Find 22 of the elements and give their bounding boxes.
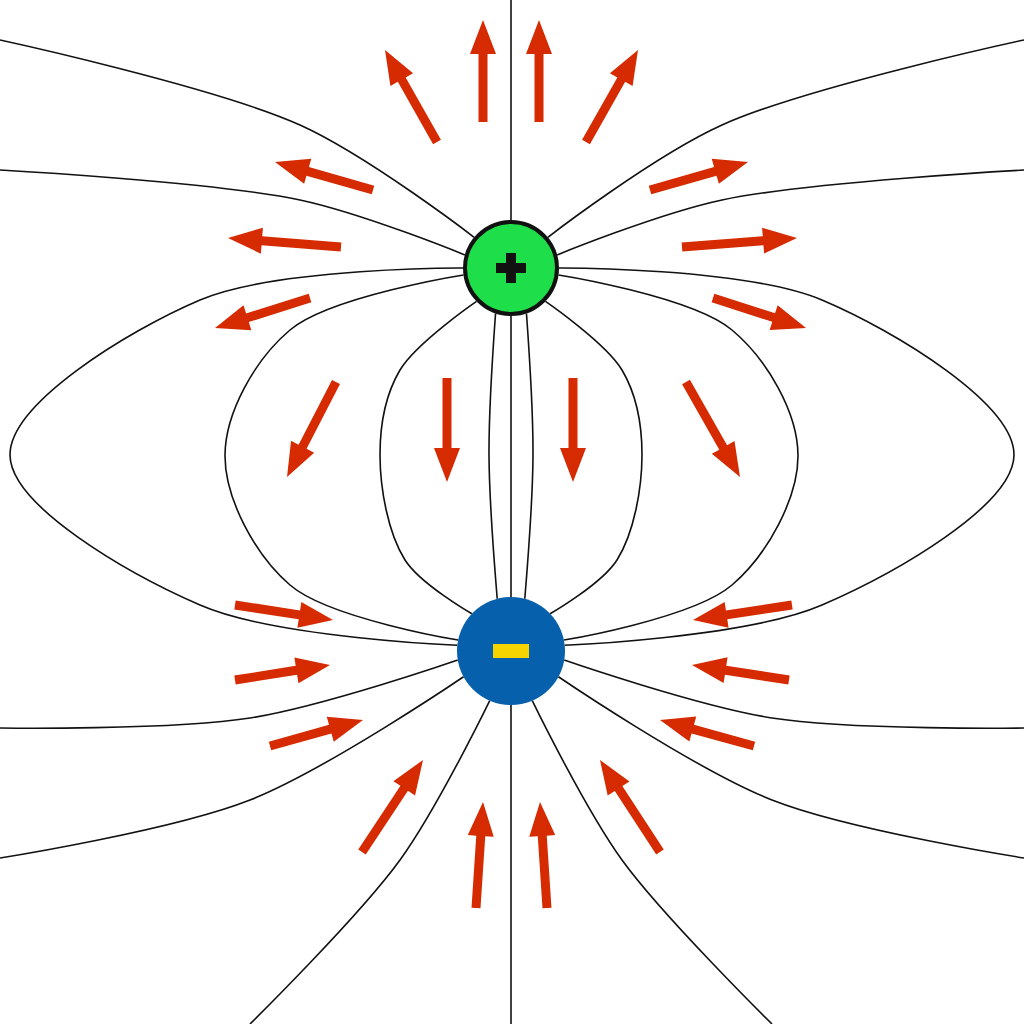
field-line xyxy=(558,267,1015,647)
field-line xyxy=(488,312,498,600)
field-line xyxy=(9,267,464,647)
field-line xyxy=(379,300,478,615)
field-line xyxy=(0,169,466,256)
field-line xyxy=(510,315,512,598)
field-line xyxy=(547,39,1024,239)
field-line xyxy=(0,39,475,239)
field-line xyxy=(524,312,534,600)
field-line xyxy=(249,699,491,1024)
field-line xyxy=(556,169,1024,256)
field-line xyxy=(510,704,512,1024)
field-line xyxy=(0,676,465,859)
field-line xyxy=(224,274,465,641)
negative-charge xyxy=(457,597,565,705)
field-line xyxy=(544,300,643,615)
field-line xyxy=(557,676,1024,859)
field-line xyxy=(510,0,512,221)
field-line xyxy=(531,699,773,1024)
field-line xyxy=(557,274,799,641)
field-line xyxy=(563,659,1024,729)
field-line xyxy=(0,659,459,729)
